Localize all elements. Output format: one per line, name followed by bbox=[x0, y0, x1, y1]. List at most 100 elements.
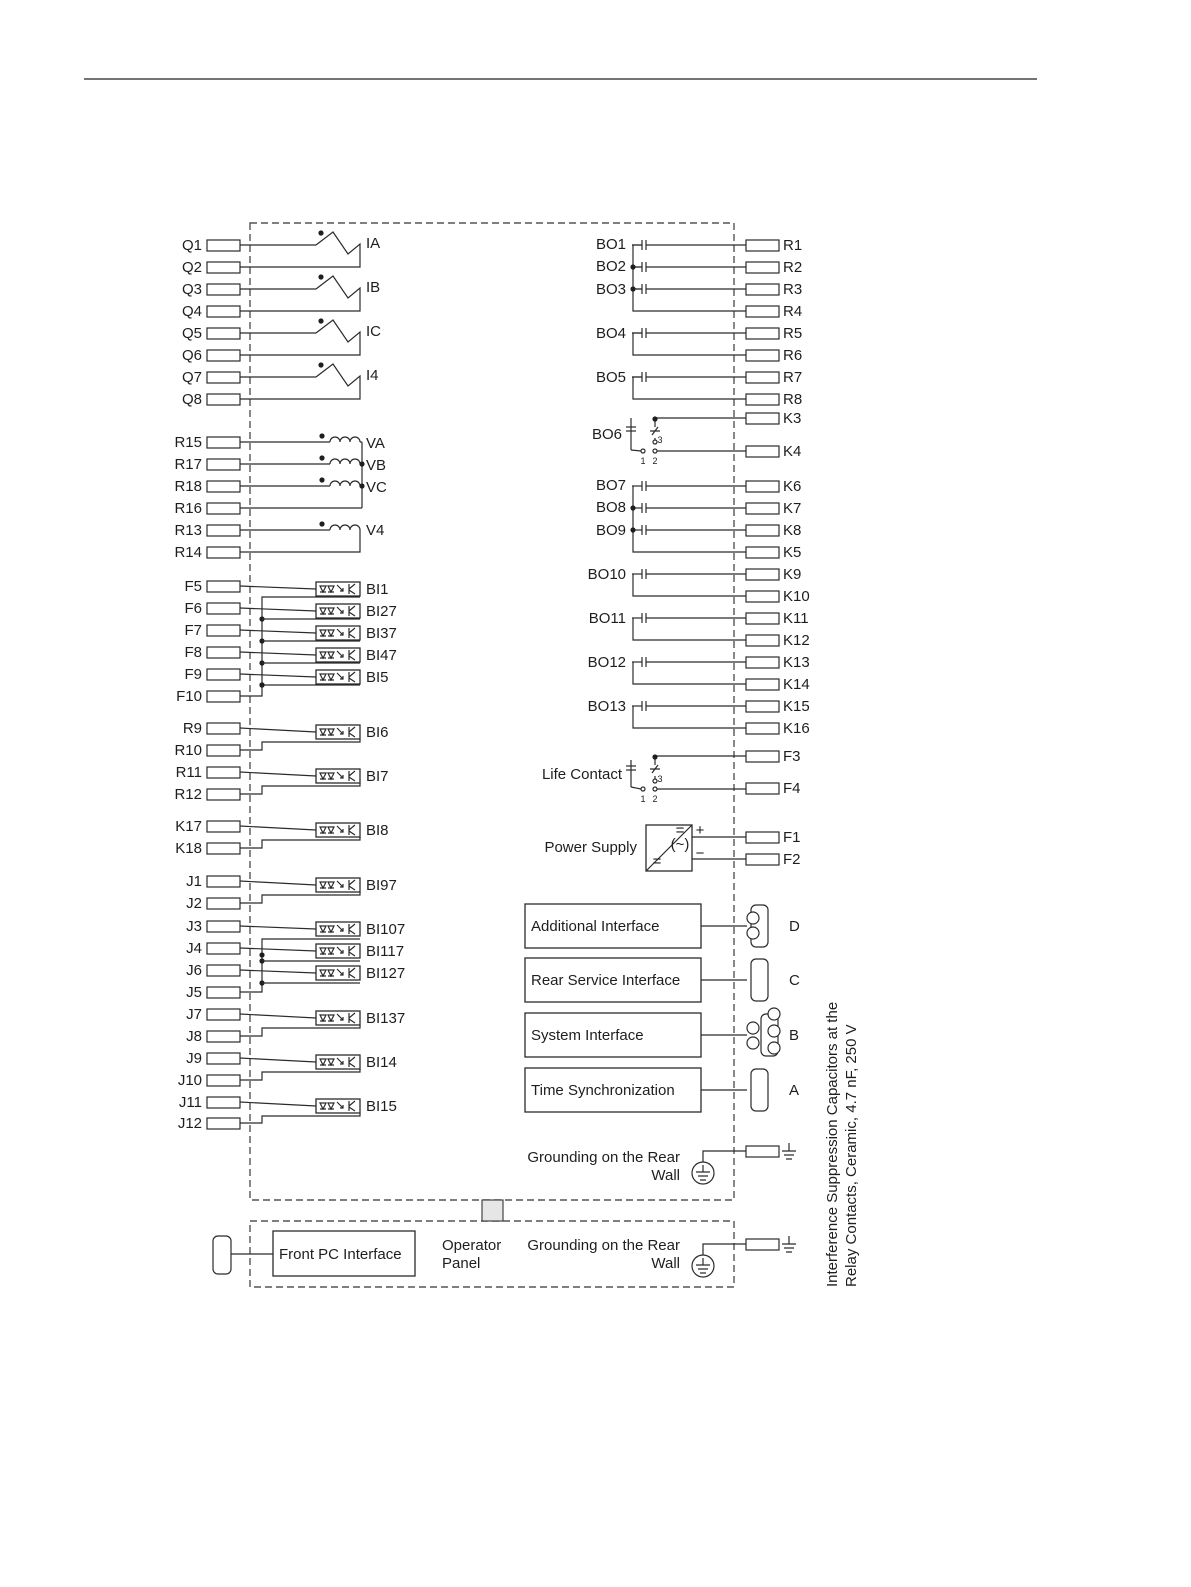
optocoupler-body bbox=[315, 768, 361, 784]
diode-glyph bbox=[319, 969, 327, 978]
binary-output-label: BO7 bbox=[596, 477, 626, 494]
optocoupler-icon bbox=[315, 1010, 361, 1026]
terminal-connector bbox=[206, 436, 241, 449]
polarity-dot bbox=[318, 230, 324, 236]
contact-icon bbox=[632, 613, 746, 623]
changeover-contact bbox=[650, 755, 746, 780]
binary-output-label: BO4 bbox=[596, 325, 626, 342]
optocoupler-icon bbox=[315, 1098, 361, 1114]
terminal-label: K11 bbox=[783, 610, 809, 627]
wire bbox=[630, 449, 746, 452]
terminal-connector bbox=[745, 634, 780, 647]
current-transformer-symbol bbox=[240, 319, 361, 356]
optocoupler-icon bbox=[315, 1054, 361, 1070]
wire bbox=[630, 786, 746, 790]
terminal-connector bbox=[206, 690, 241, 703]
terminal-connector bbox=[206, 261, 241, 274]
port-b-jack bbox=[746, 1021, 760, 1035]
diode-glyph bbox=[319, 772, 327, 781]
terminal-label: K12 bbox=[783, 632, 810, 649]
return-wire bbox=[240, 1025, 361, 1037]
terminal-label: K13 bbox=[783, 654, 810, 671]
interface-label: System Interface bbox=[531, 1027, 644, 1044]
terminal-label: Q4 bbox=[182, 303, 202, 320]
current-input-label: IA bbox=[366, 235, 380, 252]
diode-glyph bbox=[319, 728, 327, 737]
optocoupler-body bbox=[315, 647, 361, 663]
optocoupler-icon bbox=[315, 877, 361, 893]
binary-input-label: BI127 bbox=[366, 965, 405, 982]
contact-icon bbox=[632, 701, 746, 711]
optocoupler-icon bbox=[315, 724, 361, 740]
contact-icon bbox=[632, 569, 746, 579]
optocoupler-body bbox=[315, 943, 361, 959]
pin-label: 1 bbox=[640, 794, 645, 804]
terminal-connector bbox=[745, 1145, 780, 1158]
junction-dot bbox=[630, 264, 636, 270]
binary-output-label: BO1 bbox=[596, 236, 626, 253]
front-pc-box bbox=[272, 1230, 416, 1277]
terminal-label: F8 bbox=[184, 644, 202, 661]
terminal-label: K8 bbox=[783, 522, 801, 539]
terminal-connector bbox=[206, 602, 241, 615]
common-return-wire bbox=[240, 596, 360, 697]
transistor-glyph bbox=[348, 945, 356, 957]
interface-box bbox=[524, 1067, 702, 1113]
binary-input-label: BI1 bbox=[366, 581, 389, 598]
binary-input-label: BI117 bbox=[366, 943, 404, 960]
terminal-label: Q7 bbox=[182, 369, 202, 386]
terminal-connector bbox=[206, 393, 241, 406]
terminal-connector bbox=[745, 412, 780, 425]
wire bbox=[702, 1243, 746, 1255]
terminal-label: R18 bbox=[174, 478, 202, 495]
port-label: D bbox=[789, 918, 800, 935]
light-arrow bbox=[336, 924, 344, 932]
connector-icon bbox=[750, 904, 769, 948]
port-d-jack bbox=[746, 911, 760, 925]
light-arrow bbox=[336, 1101, 344, 1109]
terminal-connector bbox=[745, 546, 780, 559]
wire bbox=[239, 925, 317, 930]
wire bbox=[239, 1101, 317, 1107]
terminal-connector bbox=[745, 568, 780, 581]
optocoupler-body bbox=[315, 822, 361, 838]
terminal-connector bbox=[745, 722, 780, 735]
terminal-connector bbox=[206, 1074, 241, 1087]
terminal-connector bbox=[206, 668, 241, 681]
port-b-jack bbox=[767, 1041, 781, 1055]
return-wire bbox=[240, 1113, 361, 1124]
light-arrow bbox=[336, 880, 344, 888]
interface-box bbox=[524, 1012, 702, 1058]
terminal-label: K15 bbox=[783, 698, 810, 715]
wire bbox=[702, 1150, 746, 1162]
transistor-glyph bbox=[348, 1100, 356, 1112]
ps-diagonal bbox=[645, 824, 693, 872]
terminal-label: R13 bbox=[174, 522, 202, 539]
junction-dot bbox=[359, 461, 365, 467]
terminal-connector bbox=[745, 678, 780, 691]
terminal-label: K3 bbox=[783, 410, 801, 427]
binary-input-label: BI8 bbox=[366, 822, 389, 839]
contact-pin bbox=[652, 439, 658, 445]
contact-icon bbox=[632, 240, 746, 250]
terminal-label: J6 bbox=[186, 962, 202, 979]
terminal-connector bbox=[206, 897, 241, 910]
wire bbox=[239, 1013, 317, 1019]
terminal-connector bbox=[206, 524, 241, 537]
junction-dot bbox=[630, 505, 636, 511]
light-arrow bbox=[336, 650, 344, 658]
diode-glyph bbox=[319, 585, 327, 594]
life-contact-label: Life Contact bbox=[542, 766, 623, 783]
current-transformer-symbol bbox=[240, 231, 361, 268]
common-wire bbox=[632, 377, 746, 400]
wire bbox=[239, 607, 317, 612]
optocoupler-body bbox=[315, 669, 361, 685]
binary-input-label: BI6 bbox=[366, 724, 389, 741]
junction-dot bbox=[652, 754, 658, 760]
terminal-label: F3 bbox=[783, 748, 801, 765]
device-outline bbox=[249, 222, 735, 1201]
diode-glyph bbox=[327, 1014, 335, 1023]
side-note-line1: Interference Suppression Capacitors at t… bbox=[824, 1002, 841, 1287]
current-input-label: IC bbox=[366, 323, 381, 340]
